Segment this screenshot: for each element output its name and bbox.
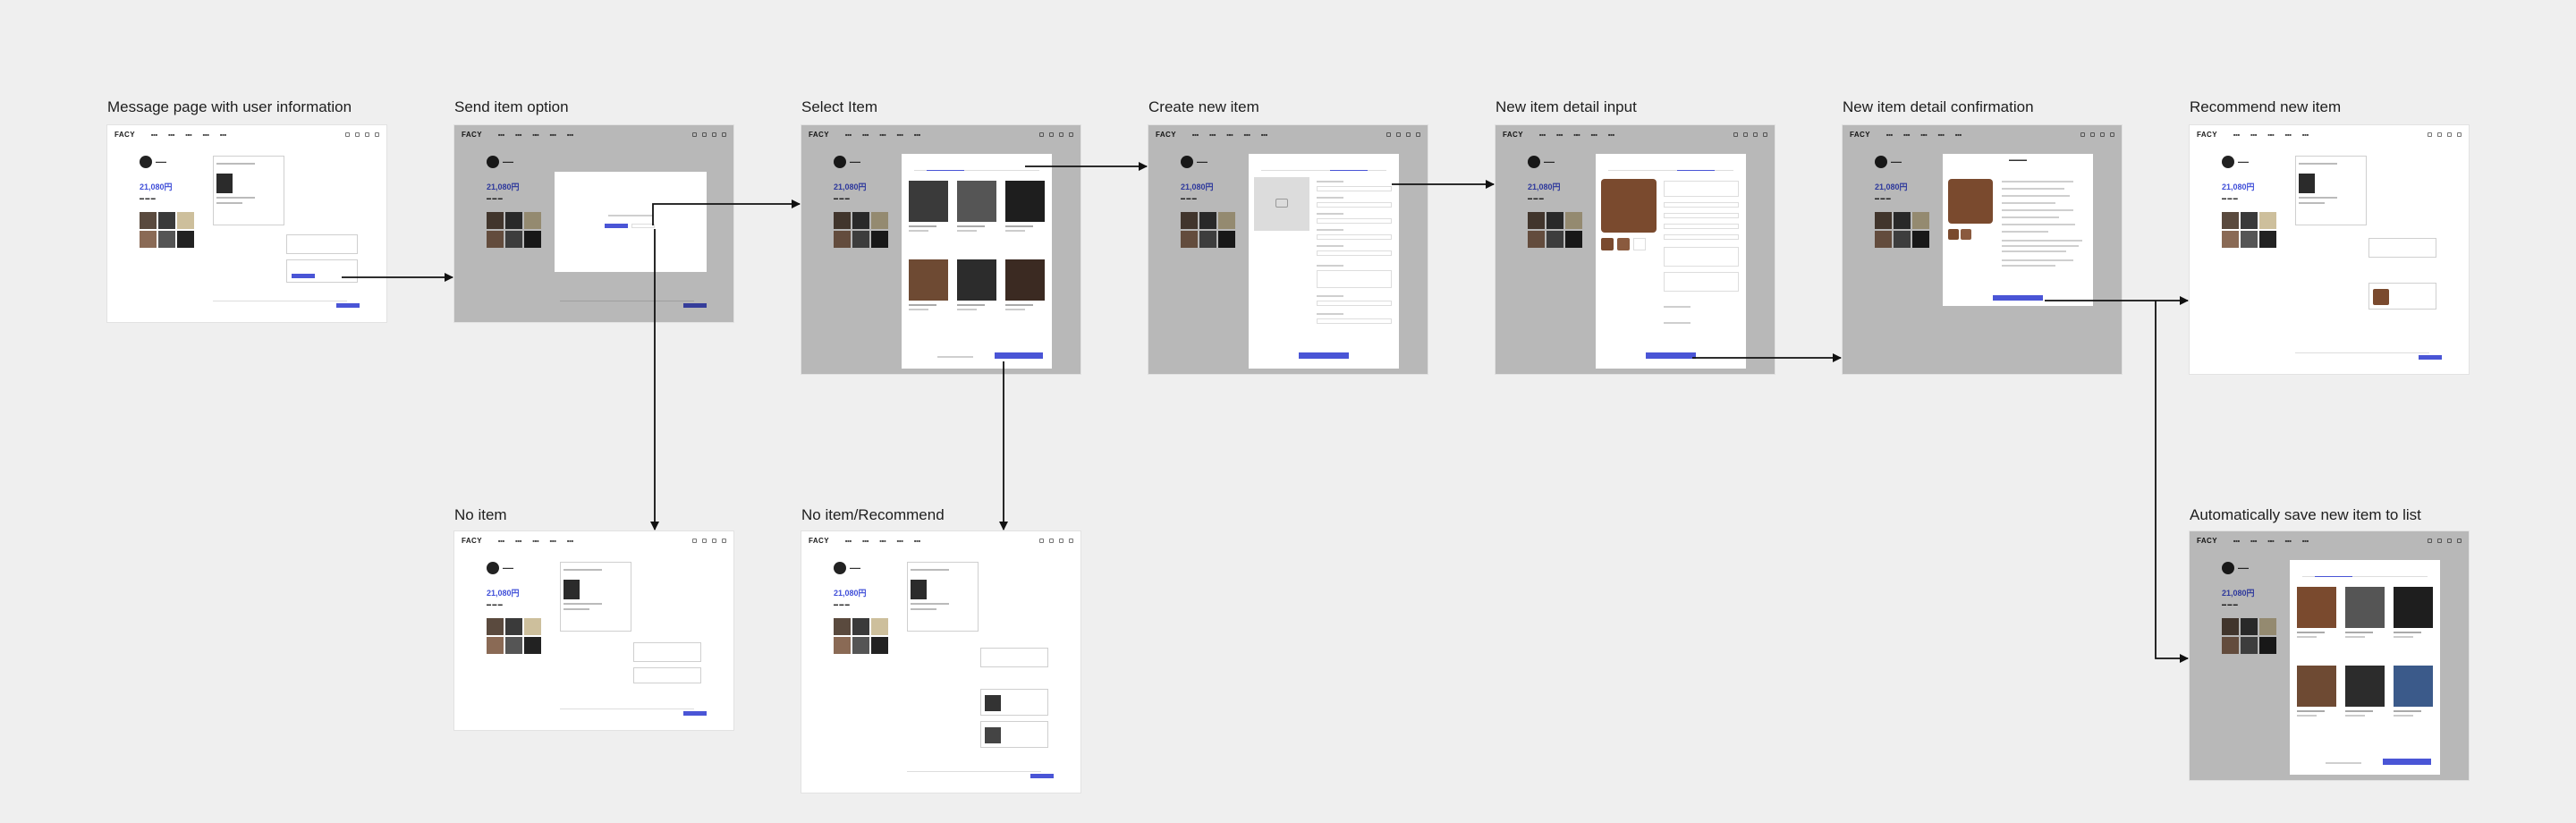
frame-label-no-item-recommend: No item/Recommend (801, 506, 945, 523)
app-logo: FACY (462, 130, 482, 139)
arrow-send-option-to-select-item (652, 199, 801, 225)
confirm-item-button[interactable] (2383, 759, 2431, 765)
app-logo: FACY (462, 536, 482, 545)
search-icon[interactable] (345, 132, 350, 137)
item-tile[interactable] (957, 181, 996, 232)
app-logo: FACY (1503, 130, 1523, 139)
option-button[interactable] (292, 274, 315, 278)
heart-icon[interactable] (355, 132, 360, 137)
recommended-item-card[interactable] (980, 689, 1048, 716)
recommended-item-card[interactable] (2368, 283, 2436, 310)
item-confirmation-modal: ▬▬▬▬ (1943, 154, 2093, 306)
uploaded-item-image (1601, 179, 1657, 233)
item-picker-modal (902, 154, 1052, 369)
frame-auto-save-item: FACY■■■■■■■■■■■■■■■ ▬▬▬21,080円▬ ▬ ▬ (2190, 531, 2469, 780)
message-input[interactable] (213, 301, 347, 310)
item-tile[interactable] (909, 181, 948, 232)
item-tile[interactable] (2394, 587, 2433, 638)
bag-icon[interactable] (375, 132, 379, 137)
item-tile[interactable] (2394, 666, 2433, 717)
send-item-bubble (286, 234, 358, 254)
item-tile[interactable] (2297, 587, 2336, 638)
create-item-modal (1249, 154, 1399, 369)
camera-icon (1275, 199, 1288, 208)
avatar (140, 155, 152, 168)
image-upload-area[interactable] (1254, 177, 1309, 231)
user-price: 21,080円 (487, 182, 520, 191)
frame-label-recommend-new-item: Recommend new item (2190, 98, 2342, 115)
item-tile[interactable] (957, 259, 996, 310)
frame-label-new-item-detail-confirmation: New item detail confirmation (1843, 98, 2034, 115)
app-header: FACY■■■■■■■■■■■■■■■ (107, 125, 386, 143)
recommended-item-card[interactable] (980, 721, 1048, 748)
user-price: 21,080円 (2222, 182, 2255, 191)
item-list-modal (2290, 560, 2440, 775)
item-tile[interactable] (909, 259, 948, 310)
frame-create-new-item: FACY■■■■■■■■■■■■■■■ ▬▬▬21,080円▬ ▬ ▬ (1148, 125, 1428, 374)
item-tile[interactable] (2345, 587, 2385, 638)
user-price: 21,080円 (834, 589, 867, 598)
frame-label-no-item: No item (454, 506, 507, 523)
item-tile[interactable] (2345, 666, 2385, 717)
user-price: 21,080円 (1181, 182, 1214, 191)
confirm-item-button[interactable] (995, 352, 1043, 359)
mail-icon[interactable] (365, 132, 369, 137)
user-price: 21,080円 (1875, 182, 1908, 191)
frame-label-message-page: Message page with user information (107, 98, 352, 115)
item-detail-input-modal (1596, 154, 1746, 369)
user-price: 21,080円 (140, 182, 173, 191)
frame-new-item-detail-confirmation: FACY■■■■■■■■■■■■■■■ ▬▬▬21,080円▬ ▬ ▬ ▬▬▬▬ (1843, 125, 2122, 374)
frame-message-page: FACY■■■■■■■■■■■■■■■ ▬▬▬21,080円▬ ▬ ▬ (107, 125, 386, 322)
confirm-button[interactable] (1646, 352, 1696, 359)
register-item-button[interactable] (1993, 295, 2043, 301)
next-button[interactable] (1299, 352, 1349, 359)
send-item-dialog (555, 172, 707, 272)
select-item-button[interactable] (605, 224, 628, 228)
user-price: 21,080円 (2222, 589, 2255, 598)
frame-label-create-new-item: Create new item (1148, 98, 1259, 115)
frame-send-item-option: FACY■■■■■■■■■■■■■■■ ▬▬▬21,080円▬ ▬ ▬ (454, 125, 733, 322)
create-item-button[interactable] (631, 224, 655, 228)
frame-no-item-recommend: FACY■■■■■■■■■■■■■■■ ▬▬▬21,080円▬ ▬ ▬ (801, 531, 1080, 793)
user-info-panel: ▬▬▬21,080円▬ ▬ ▬ (140, 154, 195, 248)
app-logo: FACY (2197, 130, 2217, 139)
send-item-option-bubble (286, 259, 358, 283)
chat-column (213, 156, 284, 263)
user-price: 21,080円 (1528, 182, 1561, 191)
send-button[interactable] (336, 303, 360, 308)
frame-new-item-detail-input: FACY■■■■■■■■■■■■■■■ ▬▬▬21,080円▬ ▬ ▬ (1496, 125, 1775, 374)
item-tile[interactable] (1005, 259, 1045, 310)
frame-label-new-item-detail-input: New item detail input (1496, 98, 1637, 115)
app-logo: FACY (809, 130, 829, 139)
frame-label-auto-save-item: Automatically save new item to list (2190, 506, 2421, 523)
item-tile[interactable] (2297, 666, 2336, 717)
confirmed-item-image (1948, 179, 1993, 224)
app-logo: FACY (1850, 130, 1870, 139)
app-logo: FACY (1156, 130, 1176, 139)
app-logo: FACY (2197, 536, 2217, 545)
arrow-confirmation-to-auto-save (2155, 301, 2189, 663)
app-logo: FACY (114, 130, 135, 139)
user-price: 21,080円 (834, 182, 867, 191)
no-item-message (633, 667, 701, 683)
item-tile[interactable] (1005, 181, 1045, 232)
frame-label-select-item: Select Item (801, 98, 878, 115)
user-price: 21,080円 (487, 589, 520, 598)
frame-no-item: FACY■■■■■■■■■■■■■■■ ▬▬▬21,080円▬ ▬ ▬ (454, 531, 733, 730)
frame-label-send-item-option: Send item option (454, 98, 569, 115)
app-logo: FACY (809, 536, 829, 545)
frame-recommend-new-item: FACY■■■■■■■■■■■■■■■ ▬▬▬21,080円▬ ▬ ▬ (2190, 125, 2469, 374)
